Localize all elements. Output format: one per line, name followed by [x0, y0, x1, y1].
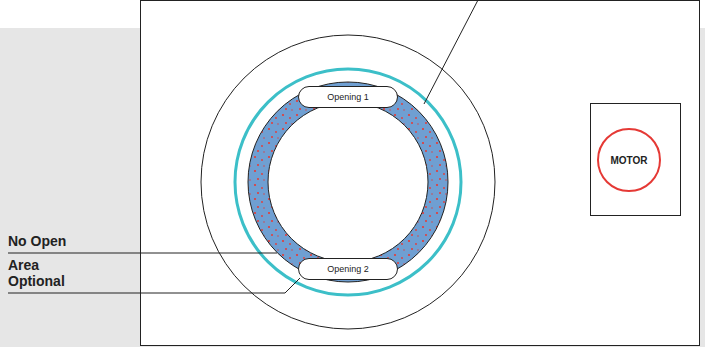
- part-label: No Open Area: [8, 229, 82, 277]
- screen-annulus: [248, 82, 448, 282]
- leader-line: [424, 0, 478, 104]
- outer-ring: [201, 35, 495, 329]
- part-label: Optional: [8, 272, 65, 290]
- node-text: MOTOR: [610, 155, 647, 166]
- opening-slot: Opening 2: [298, 258, 398, 280]
- leader-line: [8, 253, 277, 254]
- motor-circle: MOTOR: [597, 128, 661, 192]
- seal-ring: [235, 69, 461, 295]
- housing: [141, 1, 700, 346]
- node-text: Opening 1: [327, 92, 369, 102]
- opening-slot: Opening 1: [298, 86, 398, 108]
- motor-housing: [591, 104, 681, 216]
- node-text: Opening 2: [327, 264, 369, 274]
